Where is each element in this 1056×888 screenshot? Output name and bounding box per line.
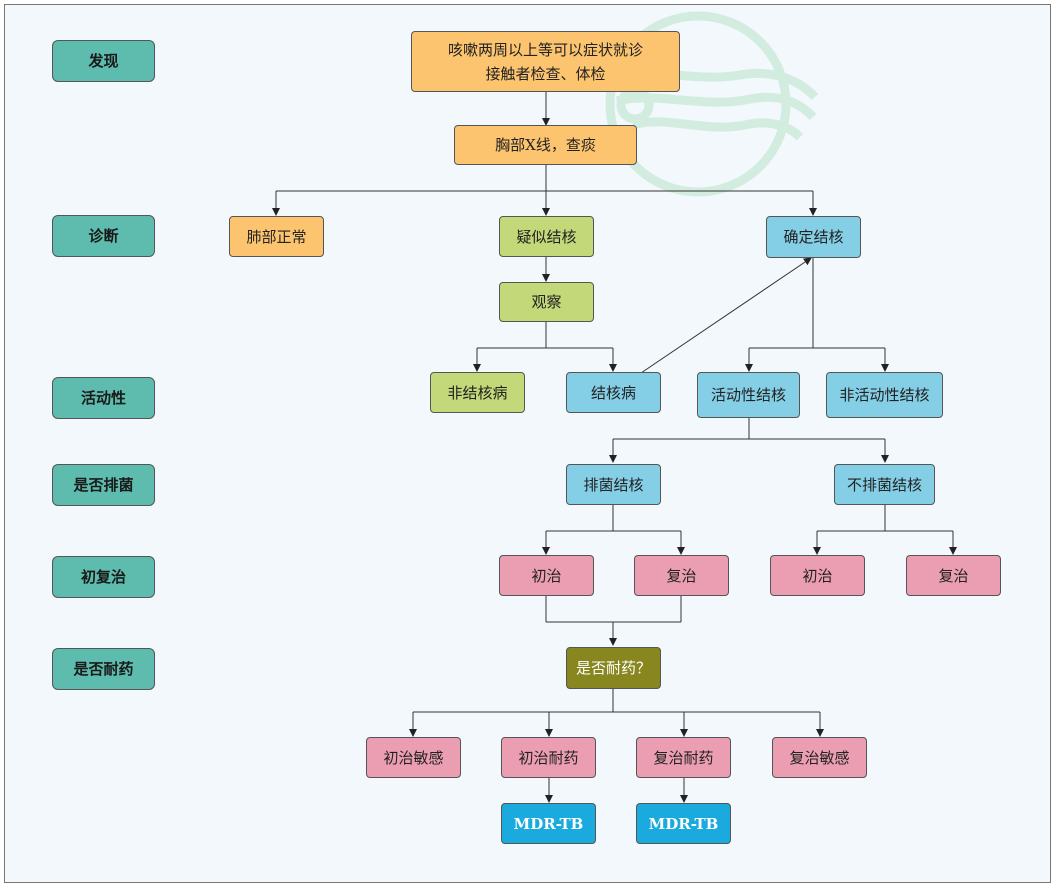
node-xray: 胸部X线，查痰	[454, 125, 637, 165]
node-excreting-tb-label: 排菌结核	[583, 475, 644, 494]
node-inactive-tb: 非活动性结核	[826, 372, 943, 418]
node-retreat-sensitive: 复治敏感	[772, 737, 867, 778]
node-initial-1: 初治	[499, 555, 594, 596]
node-initial-2: 初治	[770, 555, 865, 596]
node-initial-resistant-label: 初治耐药	[518, 748, 579, 767]
node-suspected-tb-label: 疑似结核	[516, 227, 577, 246]
node-non-tb-label: 非结核病	[447, 383, 508, 402]
node-non-tb: 非结核病	[430, 372, 525, 413]
node-mdr-tb-1-label: MDR-TB	[513, 814, 584, 833]
stage-diagnose-label: 诊断	[88, 227, 119, 245]
node-symptom-line1: 咳嗽两周以上等可以症状就诊	[447, 40, 643, 59]
node-resistance-question-label: 是否耐药？	[575, 659, 651, 677]
stage-excretion-label: 是否排菌	[73, 476, 134, 494]
node-initial-resistant: 初治耐药	[501, 737, 596, 778]
node-lung-normal-label: 肺部正常	[246, 227, 307, 246]
stage-treatment-label: 初复治	[80, 568, 126, 586]
stage-activity: 活动性	[52, 377, 155, 419]
node-observe-label: 观察	[531, 293, 562, 311]
node-suspected-tb: 疑似结核	[499, 216, 594, 257]
node-confirmed-tb: 确定结核	[766, 216, 861, 258]
node-initial-sensitive: 初治敏感	[366, 737, 461, 778]
stage-diagnose: 诊断	[52, 215, 155, 257]
node-retreat-resistant-label: 复治耐药	[653, 748, 714, 767]
node-lung-normal: 肺部正常	[229, 216, 324, 257]
stage-excretion: 是否排菌	[52, 464, 155, 506]
node-observe: 观察	[499, 282, 594, 322]
node-inactive-tb-label: 非活动性结核	[839, 386, 930, 404]
node-non-excreting-tb-label: 不排菌结核	[846, 475, 922, 494]
node-initial-2-label: 初治	[802, 566, 833, 585]
node-confirmed-tb-label: 确定结核	[783, 228, 844, 246]
stage-resistance: 是否耐药	[52, 648, 155, 690]
edge-tb-confirm	[640, 257, 812, 374]
stage-discover: 发现	[52, 40, 155, 82]
node-initial-sensitive-label: 初治敏感	[383, 748, 444, 767]
node-initial-1-label: 初治	[531, 566, 562, 585]
node-xray-label: 胸部X线，查痰	[495, 136, 596, 154]
stage-discover-label: 发现	[88, 52, 119, 70]
stage-resistance-label: 是否耐药	[73, 660, 134, 678]
node-retreat-1: 复治	[634, 555, 729, 596]
node-tb-disease-label: 结核病	[590, 383, 636, 402]
node-non-excreting-tb: 不排菌结核	[834, 464, 935, 505]
node-retreat-1-label: 复治	[666, 566, 697, 585]
node-excreting-tb: 排菌结核	[566, 464, 661, 505]
node-retreat-2: 复治	[906, 555, 1001, 596]
node-retreat-resistant: 复治耐药	[636, 737, 731, 778]
node-retreat-2-label: 复治	[938, 566, 969, 585]
node-active-tb-label: 活动性结核	[710, 386, 786, 404]
node-active-tb: 活动性结核	[697, 372, 800, 418]
node-mdr-tb-1: MDR-TB	[501, 803, 596, 844]
stage-activity-label: 活动性	[80, 389, 126, 407]
node-tb-disease: 结核病	[566, 372, 661, 413]
node-symptom-line2: 接触者检查、体检	[485, 64, 606, 83]
diagram-frame: 发现 诊断 活动性 是否排菌 初复治 是否耐药 咳嗽两周以上等可以症状就诊 接触…	[4, 4, 1051, 883]
node-symptom: 咳嗽两周以上等可以症状就诊 接触者检查、体检	[411, 31, 680, 92]
node-mdr-tb-2-label: MDR-TB	[648, 814, 719, 833]
node-retreat-sensitive-label: 复治敏感	[789, 748, 850, 767]
stage-treatment: 初复治	[52, 556, 155, 598]
node-resistance-question: 是否耐药？	[566, 647, 661, 689]
node-mdr-tb-2: MDR-TB	[636, 803, 731, 844]
